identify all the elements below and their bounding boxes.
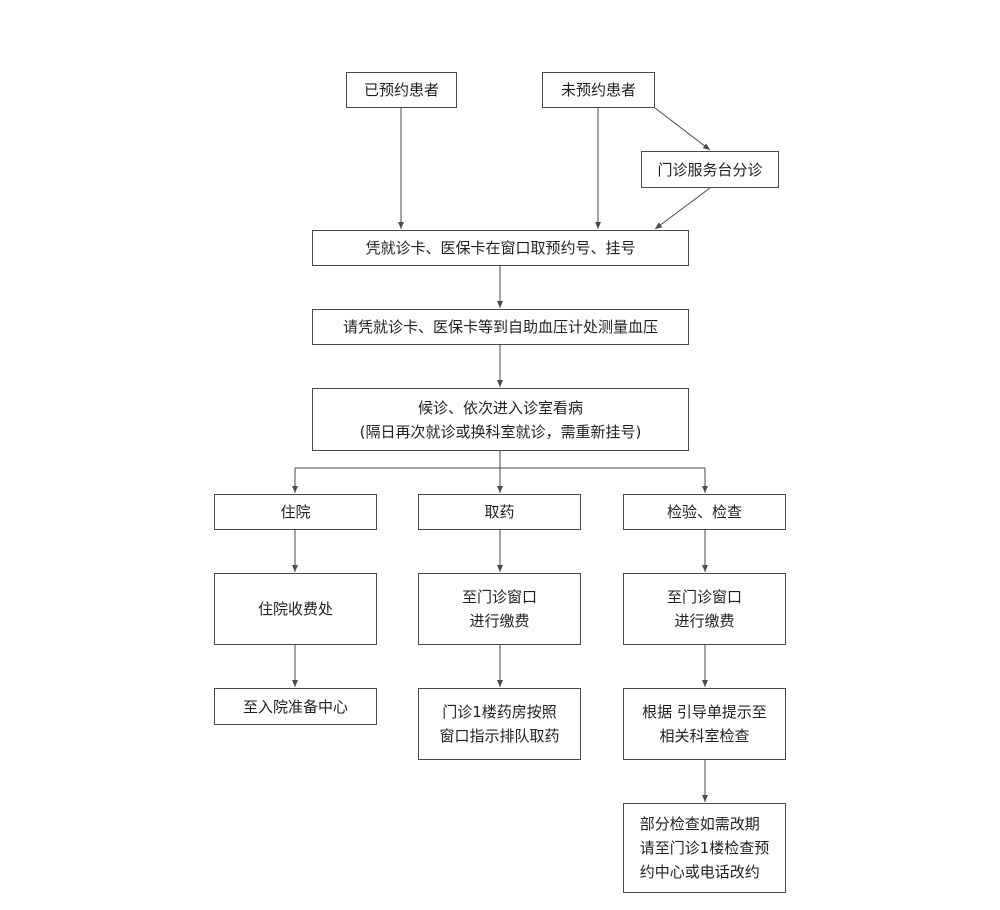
node-register: 凭就诊卡、医保卡在窗口取预约号、挂号 (312, 230, 689, 266)
node-blood-pressure: 请凭就诊卡、医保卡等到自助血压计处测量血压 (312, 309, 689, 345)
node-text-line: 候诊、依次进入诊室看病 (417, 398, 583, 417)
node-text-line: 约中心或电话改约 (639, 863, 760, 881)
node-text-line: 窗口指示排队取药 (439, 727, 560, 745)
node-text-line: 至入院准备中心 (242, 697, 348, 716)
arrow-triage-to-register (654, 187, 711, 230)
node-pharmacy-payment: 至门诊窗口进行缴费 (418, 573, 581, 645)
node-text-line: 住院收费处 (257, 600, 333, 618)
node-unbooked-patients: 未预约患者 (542, 72, 655, 108)
node-text-line: 已预约患者 (363, 81, 439, 99)
node-hospitalization: 住院 (214, 494, 377, 530)
node-text-line: 未预约患者 (560, 81, 636, 99)
node-inpatient-billing: 住院收费处 (214, 573, 377, 645)
node-text-line: 门诊1楼药房按照 (442, 703, 557, 721)
node-text-line: 相关科室检查 (659, 727, 750, 745)
node-text-line: 进行缴费 (674, 612, 735, 630)
arrow-unbooked-to-triage (654, 107, 711, 151)
node-pharmacy-pickup: 门诊1楼药房按照窗口指示排队取药 (418, 688, 581, 760)
node-text-line: 请至门诊1楼检查预 (639, 839, 770, 857)
node-text-line: 进行缴费 (469, 612, 530, 630)
node-tests-payment: 至门诊窗口进行缴费 (623, 573, 786, 645)
blood-pressure-text: 请凭就诊卡、医保卡等到自助血压计处测量血压 (343, 315, 658, 339)
test-room-text: 根据 引导单提示至相关科室检查 (642, 700, 767, 748)
node-text-line: 取药 (484, 503, 515, 521)
node-pharmacy: 取药 (418, 494, 581, 530)
triage-text: 门诊服务台分诊 (657, 158, 762, 182)
node-text-line: 凭就诊卡、医保卡在窗口取预约号、挂号 (365, 239, 636, 257)
node-text-line: 住院 (280, 503, 311, 521)
admission-center-text: 至入院准备中心 (243, 695, 348, 719)
booked-text: 已预约患者 (364, 78, 439, 102)
node-triage-desk: 门诊服务台分诊 (641, 151, 779, 188)
unbooked-text: 未预约患者 (561, 78, 636, 102)
node-reschedule: 部分检查如需改期请至门诊1楼检查预约中心或电话改约 (623, 803, 786, 893)
node-tests: 检验、检查 (623, 494, 786, 530)
node-text-line: 至门诊窗口 (461, 588, 537, 606)
register-text: 凭就诊卡、医保卡在窗口取预约号、挂号 (365, 236, 635, 260)
wait-text: 候诊、依次进入诊室看病 (隔日再次就诊或换科室就诊，需重新挂号) (360, 396, 642, 444)
tests-payment-text: 至门诊窗口进行缴费 (667, 585, 742, 633)
node-text-line: 至门诊窗口 (666, 588, 742, 606)
node-text-line: (隔日再次就诊或换科室就诊，需重新挂号) (359, 422, 642, 441)
hospitalization-text: 住院 (280, 500, 310, 524)
pharmacy-text: 取药 (484, 500, 514, 524)
inpatient-billing-text: 住院收费处 (258, 597, 333, 621)
tests-text: 检验、检查 (667, 500, 742, 524)
node-text-line: 门诊服务台分诊 (657, 160, 763, 179)
pharmacy-payment-text: 至门诊窗口进行缴费 (462, 585, 537, 633)
node-test-room: 根据 引导单提示至相关科室检查 (623, 688, 786, 760)
pharmacy-pickup-text: 门诊1楼药房按照窗口指示排队取药 (439, 700, 559, 748)
node-text-line: 根据 引导单提示至 (642, 703, 767, 721)
node-booked-patients: 已预约患者 (346, 72, 457, 108)
node-admission-center: 至入院准备中心 (214, 688, 377, 725)
node-text-line: 请凭就诊卡、医保卡等到自助血压计处测量血压 (342, 318, 658, 336)
reschedule-text: 部分检查如需改期请至门诊1楼检查预约中心或电话改约 (640, 812, 770, 884)
node-text-line: 检验、检查 (666, 503, 742, 521)
node-text-line: 部分检查如需改期 (639, 815, 760, 833)
node-wait-consultation: 候诊、依次进入诊室看病 (隔日再次就诊或换科室就诊，需重新挂号) (312, 388, 689, 451)
